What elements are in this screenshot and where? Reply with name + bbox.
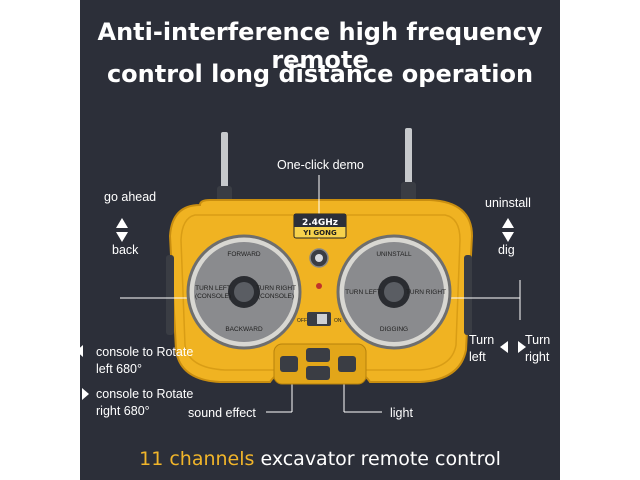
- turn-left-label: Turn left: [469, 333, 495, 364]
- headline-line-2: control long distance operation: [106, 60, 534, 88]
- footer-accent: 11 channels: [139, 448, 255, 470]
- headline-line-1: Anti-interference high frequency remote: [97, 18, 543, 74]
- switch-off-label: OFF: [297, 318, 307, 324]
- left-stick-turn-right-sub: (CONSOLE): [258, 293, 294, 300]
- footer-rest: excavator remote control: [254, 448, 501, 470]
- left-stick-turn-right: TURN RIGHT: [256, 285, 296, 292]
- left-stick-turn-left-sub: (CONSOLE): [195, 293, 231, 300]
- light-label: light: [390, 406, 413, 420]
- switch-on-label: ON: [334, 318, 342, 324]
- left-stick-turn-left: TURN LEFT: [195, 285, 231, 292]
- one-click-demo-label: One-click demo: [277, 158, 364, 172]
- right-antenna: [401, 128, 416, 204]
- back-label: back: [112, 243, 139, 257]
- footer-caption: 11 channels excavator remote control: [80, 448, 560, 470]
- right-stick-turn-right: TURN RIGHT: [406, 289, 446, 296]
- sound-effect-label: sound effect: [188, 406, 256, 420]
- badge-brand: YI GONG: [302, 229, 337, 237]
- badge-frequency: 2.4GHz: [302, 218, 338, 228]
- console-rotate-left-label: console to Rotate left 680°: [96, 345, 194, 376]
- right-stick-turn-left: TURN LEFT: [345, 289, 381, 296]
- go-ahead-label: go ahead: [104, 190, 157, 204]
- left-stick-backward: BACKWARD: [225, 326, 263, 333]
- right-stick-uninstall: UNINSTALL: [376, 251, 412, 258]
- dig-label: dig: [498, 243, 515, 257]
- remote-illustration: FORWARD BACKWARD TURN LEFT (CONSOLE) TUR…: [80, 128, 526, 413]
- left-stick-forward: FORWARD: [227, 251, 261, 258]
- right-stick-digging: DIGGING: [380, 326, 408, 333]
- left-antenna: [217, 132, 232, 208]
- sound-button-shape: [280, 356, 298, 372]
- light-button-shape: [338, 356, 356, 372]
- turn-right-label: Turn right: [525, 333, 551, 364]
- uninstall-label: uninstall: [485, 196, 531, 210]
- console-rotate-right-label: console to Rotate right 680°: [96, 387, 194, 418]
- product-image: Anti-interference high frequency remote …: [80, 0, 560, 480]
